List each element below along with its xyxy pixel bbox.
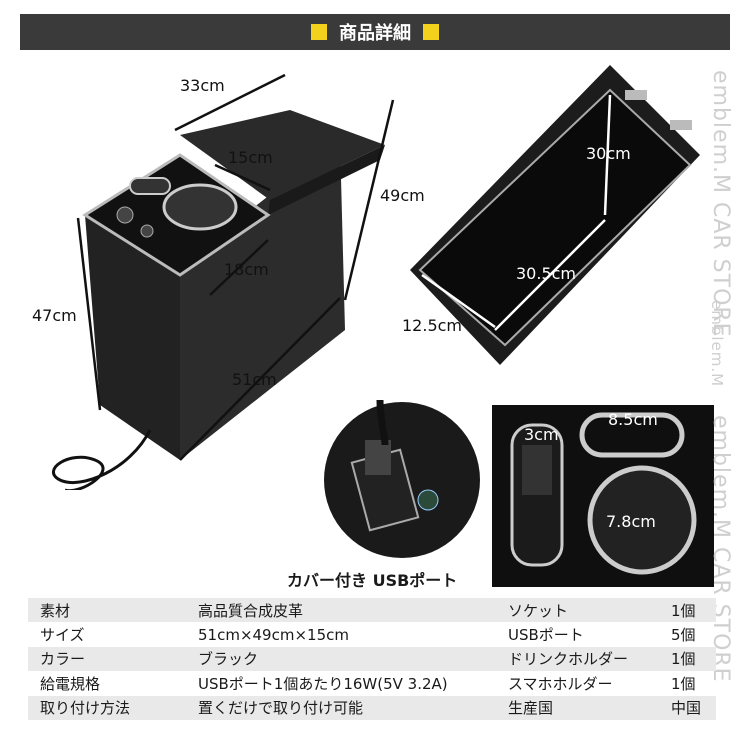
yellow-square-icon	[311, 24, 327, 40]
spec-key: 給電規格	[40, 674, 101, 693]
spec-key: USBポート	[508, 626, 584, 645]
watermark: emblem.M CAR STORE	[708, 70, 733, 338]
dim-base-length: 51cm	[232, 370, 277, 389]
spec-key: 素材	[40, 601, 71, 620]
console-box-illustration	[52, 73, 395, 490]
spec-table-left: 素材 高品質合成皮革 サイズ 51cm×49cm×15cm カラー ブラック 給…	[28, 598, 498, 720]
spec-value: 中国	[671, 699, 702, 718]
dim-front-width: 18cm	[224, 260, 269, 279]
table-row: 給電規格 USBポート1個あたり16W(5V 3.2A)	[28, 671, 498, 695]
section-title: 商品詳細	[339, 23, 411, 44]
dim-cup-diameter: 7.8cm	[606, 512, 656, 531]
usb-port-photo	[324, 400, 480, 558]
spec-key: 生産国	[508, 699, 554, 718]
table-row: USBポート 5個	[496, 622, 716, 646]
spec-value: 1個	[671, 601, 696, 620]
dim-height-right: 49cm	[380, 186, 425, 205]
interior-view-illustration	[410, 65, 700, 365]
table-row: サイズ 51cm×49cm×15cm	[28, 622, 498, 646]
spec-table-right: ソケット 1個 USBポート 5個 ドリンクホルダー 1個 スマホホルダー 1個…	[496, 598, 716, 720]
watermark: emblem.M CAR STORE	[708, 415, 733, 683]
dim-top-opening: 8.5cm	[608, 410, 658, 429]
spec-value: 高品質合成皮革	[198, 601, 304, 620]
spec-key: サイズ	[40, 626, 85, 645]
spec-value: 1個	[671, 650, 696, 669]
table-row: スマホホルダー 1個	[496, 671, 716, 695]
table-row: ソケット 1個	[496, 598, 716, 623]
watermark: emblem.M	[708, 300, 726, 388]
spec-key: スマホホルダー	[508, 674, 613, 693]
spec-value: 5個	[671, 626, 696, 645]
spec-key: ソケット	[508, 601, 569, 620]
spec-key: カラー	[40, 650, 86, 669]
dim-top-width: 15cm	[228, 148, 273, 167]
dim-phone-slot: 3cm	[524, 425, 559, 444]
spec-key: ドリンクホルダー	[508, 650, 629, 669]
spec-value: 置くだけで取り付け可能	[198, 699, 364, 718]
spec-value: 1個	[671, 674, 696, 693]
yellow-square-icon	[423, 24, 439, 40]
spec-value: USBポート1個あたり16W(5V 3.2A)	[198, 674, 448, 693]
dim-top-length: 33cm	[180, 76, 225, 95]
holders-photo	[492, 405, 714, 587]
usb-photo-caption: カバー付き USBポート	[287, 571, 458, 590]
table-row: 取り付け方法 置くだけで取り付け可能	[28, 695, 498, 720]
section-header: 商品詳細	[20, 14, 730, 50]
spec-key: 取り付け方法	[40, 699, 131, 718]
spec-value: ブラック	[198, 650, 259, 669]
table-row: ドリンクホルダー 1個	[496, 646, 716, 672]
spec-value: 51cm×49cm×15cm	[198, 625, 349, 644]
dim-interior-length: 30.5cm	[516, 264, 577, 283]
table-row: 素材 高品質合成皮革	[28, 598, 498, 623]
table-row: 生産国 中国	[496, 695, 716, 720]
dim-interior-depth: 30cm	[586, 144, 631, 163]
dim-height-left: 47cm	[32, 306, 77, 325]
table-row: カラー ブラック	[28, 646, 498, 672]
dim-interior-width: 12.5cm	[402, 316, 463, 335]
